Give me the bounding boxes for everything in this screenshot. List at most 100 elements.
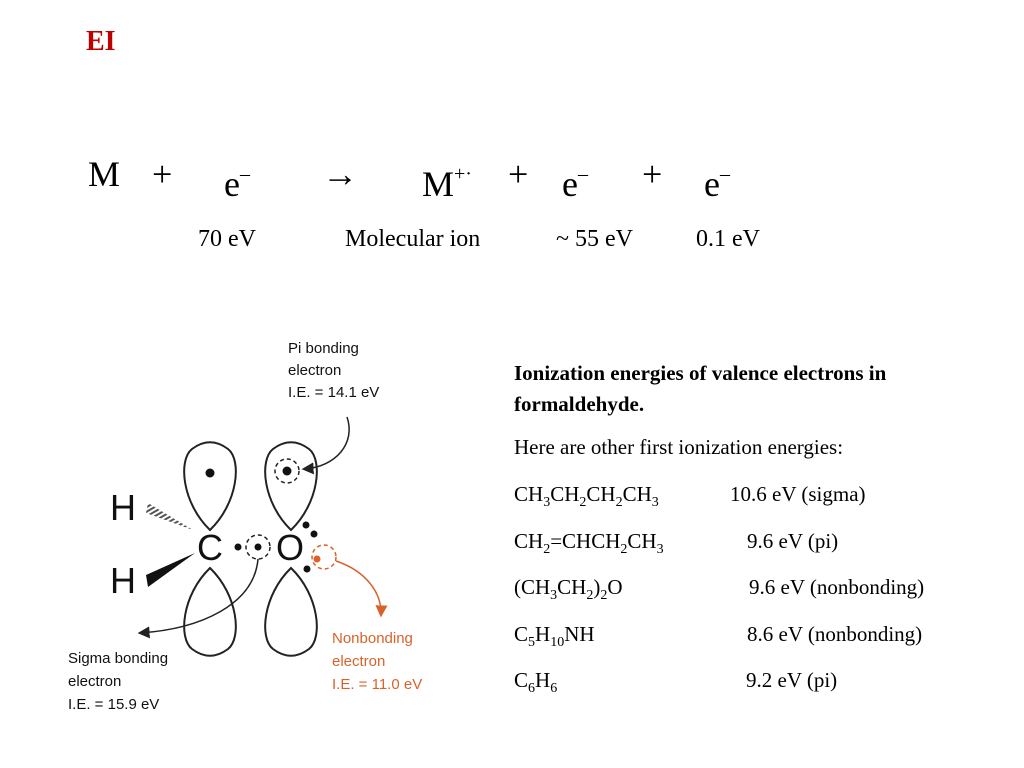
formula: (CH3CH2)2O bbox=[514, 575, 623, 603]
formula-subscript: 3 bbox=[651, 495, 659, 510]
eq-reactant-electron: e– bbox=[224, 150, 250, 208]
eq-product-electron-2: e– bbox=[704, 150, 730, 208]
nonbonding-annotation-arrow bbox=[335, 560, 388, 618]
label-energy-low: 0.1 eV bbox=[696, 226, 760, 252]
formula: C5H10NH bbox=[514, 622, 595, 650]
ie-row-benzene: C6H6 9.2 eV (pi) bbox=[514, 668, 1014, 696]
lone-pair-electron-1 bbox=[302, 521, 310, 529]
eq-molecular-ion: M+· bbox=[422, 150, 472, 208]
atom-h-top: H bbox=[110, 487, 136, 528]
eq-product-electron-1: e– bbox=[562, 150, 588, 208]
formula-part: C bbox=[514, 668, 529, 692]
label-energy-out: ~ 55 eV bbox=[556, 226, 633, 252]
formula-subscript: 2 bbox=[620, 542, 628, 557]
formaldehyde-orbital-diagram: H H C O Pi bonding electron I.E. = 14.1 … bbox=[68, 340, 422, 713]
formula-part: CH bbox=[557, 575, 587, 599]
carbon-lower-lobe bbox=[183, 566, 237, 657]
ie-heading: Ionization energies of valence electrons… bbox=[514, 361, 887, 416]
carbon-upper-lobe bbox=[183, 441, 237, 532]
lone-pair-electron-2 bbox=[310, 530, 318, 538]
ie-row-butene: CH2=CHCH2CH3 9.6 eV (pi) bbox=[514, 529, 1014, 557]
pi-annotation-arrow bbox=[301, 416, 350, 475]
label-molecular-ion: Molecular ion bbox=[345, 226, 481, 252]
ie-row-diethyl-ether: (CH3CH2)2O 9.6 eV (nonbonding) bbox=[514, 575, 1014, 603]
formula: C6H6 bbox=[514, 668, 558, 696]
sigma-electron-2 bbox=[254, 543, 262, 551]
pi-bonding-label: Pi bonding electron I.E. = 14.1 eV bbox=[288, 340, 379, 401]
nonbonding-label-line-1: Nonbonding bbox=[332, 630, 413, 647]
nonbonding-electron-highlight bbox=[311, 544, 337, 570]
formula-part: H bbox=[535, 622, 551, 646]
formula-subscript: 3 bbox=[550, 588, 558, 603]
atom-c: C bbox=[197, 527, 223, 568]
formula-subscript: 2 bbox=[586, 588, 594, 603]
pi-electron-highlight bbox=[274, 458, 300, 484]
ionization-energy: 8.6 eV (nonbonding) bbox=[747, 622, 923, 646]
formula: CH2=CHCH2CH3 bbox=[514, 529, 664, 557]
formula-part: C bbox=[514, 622, 529, 646]
lone-pair-electron-3 bbox=[303, 565, 311, 573]
ionization-energy: 9.2 eV (pi) bbox=[746, 668, 838, 692]
eq-product-m: M bbox=[422, 164, 455, 204]
eq-product-e2-charge: – bbox=[719, 163, 730, 185]
nonbonding-electron bbox=[313, 555, 321, 563]
pi-electron-oxygen bbox=[282, 466, 292, 476]
label-energy-in: 70 eV bbox=[198, 226, 256, 252]
hashed-wedge-bond bbox=[146, 503, 193, 530]
eq-plus-1: + bbox=[152, 154, 173, 194]
eq-product-m-charge: +· bbox=[454, 163, 472, 185]
ionization-energy: 9.6 eV (nonbonding) bbox=[749, 575, 925, 599]
pi-label-line-1: Pi bonding bbox=[288, 340, 359, 357]
eq-reactant-e: e bbox=[224, 164, 240, 204]
sigma-label-line-1: Sigma bonding bbox=[68, 650, 168, 667]
eq-plus-2: + bbox=[508, 154, 529, 194]
formula-part: CH bbox=[550, 482, 580, 506]
ionization-energy: 10.6 eV (sigma) bbox=[730, 482, 866, 506]
formula-subscript: 2 bbox=[615, 495, 623, 510]
nonbonding-label-line-2: electron bbox=[332, 653, 385, 670]
atom-h-bottom: H bbox=[110, 560, 136, 601]
eq-product-e2: e bbox=[704, 164, 720, 204]
slide-title: EI bbox=[86, 26, 116, 57]
sigma-electron-highlight bbox=[245, 534, 271, 560]
formula-subscript: 2 bbox=[600, 588, 608, 603]
formula-part: CH bbox=[514, 529, 544, 553]
formula-part: =CHCH bbox=[550, 529, 621, 553]
formula-part: O bbox=[607, 575, 623, 599]
formula-subscript: 6 bbox=[550, 681, 558, 696]
eq-reactant-e-charge: – bbox=[239, 163, 250, 185]
nonbonding-label: Nonbonding electron I.E. = 11.0 eV bbox=[332, 630, 422, 693]
formula-subscript: 3 bbox=[543, 495, 551, 510]
formula-part: H bbox=[535, 668, 551, 692]
atom-o: O bbox=[276, 527, 304, 568]
eq-arrow: → bbox=[322, 154, 358, 194]
ie-row-butane: CH3CH2CH2CH3 10.6 eV (sigma) bbox=[514, 482, 1014, 510]
formula-subscript: 5 bbox=[528, 635, 536, 650]
formula-subscript: 2 bbox=[543, 542, 551, 557]
formula-part: CH bbox=[514, 482, 544, 506]
eq-product-e1: e bbox=[562, 164, 578, 204]
formula-part: ) bbox=[593, 575, 601, 599]
pi-label-line-3: I.E. = 14.1 eV bbox=[288, 384, 379, 401]
pi-label-line-2: electron bbox=[288, 362, 341, 379]
solid-wedge-bond bbox=[146, 553, 195, 587]
formula-subscript: 3 bbox=[656, 542, 664, 557]
oxygen-lower-lobe bbox=[264, 566, 318, 657]
pi-electron-carbon bbox=[205, 468, 215, 478]
sigma-annotation-arrow bbox=[137, 558, 259, 639]
formula-part: CH bbox=[627, 529, 657, 553]
eq-product-e1-charge: – bbox=[577, 163, 588, 185]
formula: CH3CH2CH2CH3 bbox=[514, 482, 659, 510]
ie-intro: Here are other first ionization energies… bbox=[514, 435, 844, 459]
formula-part: NH bbox=[564, 622, 595, 646]
formula-part: CH bbox=[622, 482, 652, 506]
eq-reactant-m: M bbox=[88, 154, 121, 194]
eq-plus-3: + bbox=[642, 154, 663, 194]
formula-part: CH bbox=[586, 482, 616, 506]
sigma-label-line-3: I.E. = 15.9 eV bbox=[68, 696, 159, 713]
sigma-label-line-2: electron bbox=[68, 673, 121, 690]
nonbonding-label-line-3: I.E. = 11.0 eV bbox=[332, 676, 422, 693]
sigma-electron-1 bbox=[234, 543, 242, 551]
formula-subscript: 10 bbox=[550, 635, 565, 650]
ie-row-piperidine: C5H10NH 8.6 eV (nonbonding) bbox=[514, 622, 1014, 650]
